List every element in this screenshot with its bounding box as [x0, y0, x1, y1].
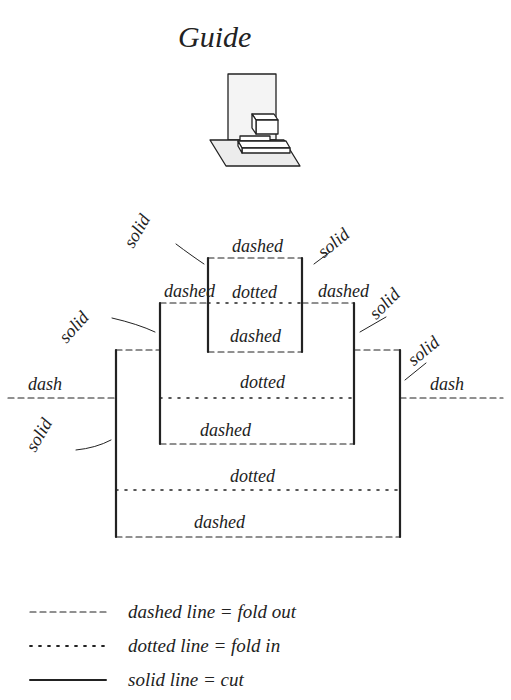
- legend-text: dotted line = fold in: [128, 635, 280, 657]
- fold-out-lines: [8, 258, 503, 537]
- line-label: dashed: [200, 420, 251, 440]
- legend-line-sample: [28, 674, 108, 686]
- line-label: solid: [365, 284, 404, 323]
- line-label: dotted: [232, 282, 277, 302]
- line-label: solid: [55, 307, 93, 346]
- line-label: dotted: [240, 372, 285, 392]
- legend-row: dashed line = fold out: [28, 600, 296, 624]
- line-label: solid: [21, 415, 56, 455]
- line-label: dashed: [232, 236, 283, 256]
- legend-text: solid line = cut: [128, 669, 244, 691]
- legend-text: dashed line = fold out: [128, 601, 296, 623]
- pop-up-sketch: [210, 74, 300, 166]
- line-label: dash: [28, 374, 62, 394]
- line-label: dotted: [230, 466, 275, 486]
- line-label: solid: [314, 224, 354, 262]
- legend-line-sample: [28, 640, 108, 652]
- legend-row: solid line = cut: [28, 668, 244, 692]
- legend-row: dotted line = fold in: [28, 634, 280, 658]
- line-label: dashed: [230, 326, 281, 346]
- line-label: solid: [404, 332, 444, 370]
- line-label: dashed: [318, 281, 369, 301]
- title: Guide: [178, 20, 251, 54]
- legend-line-sample: [28, 606, 108, 618]
- line-label: solid: [119, 211, 154, 251]
- fold-in-lines: [116, 303, 400, 490]
- leader-lines: [76, 244, 426, 450]
- line-label: dashed: [194, 512, 245, 532]
- line-label: dashed: [164, 281, 215, 301]
- cut-lines: [116, 258, 400, 537]
- line-label: dash: [430, 374, 464, 394]
